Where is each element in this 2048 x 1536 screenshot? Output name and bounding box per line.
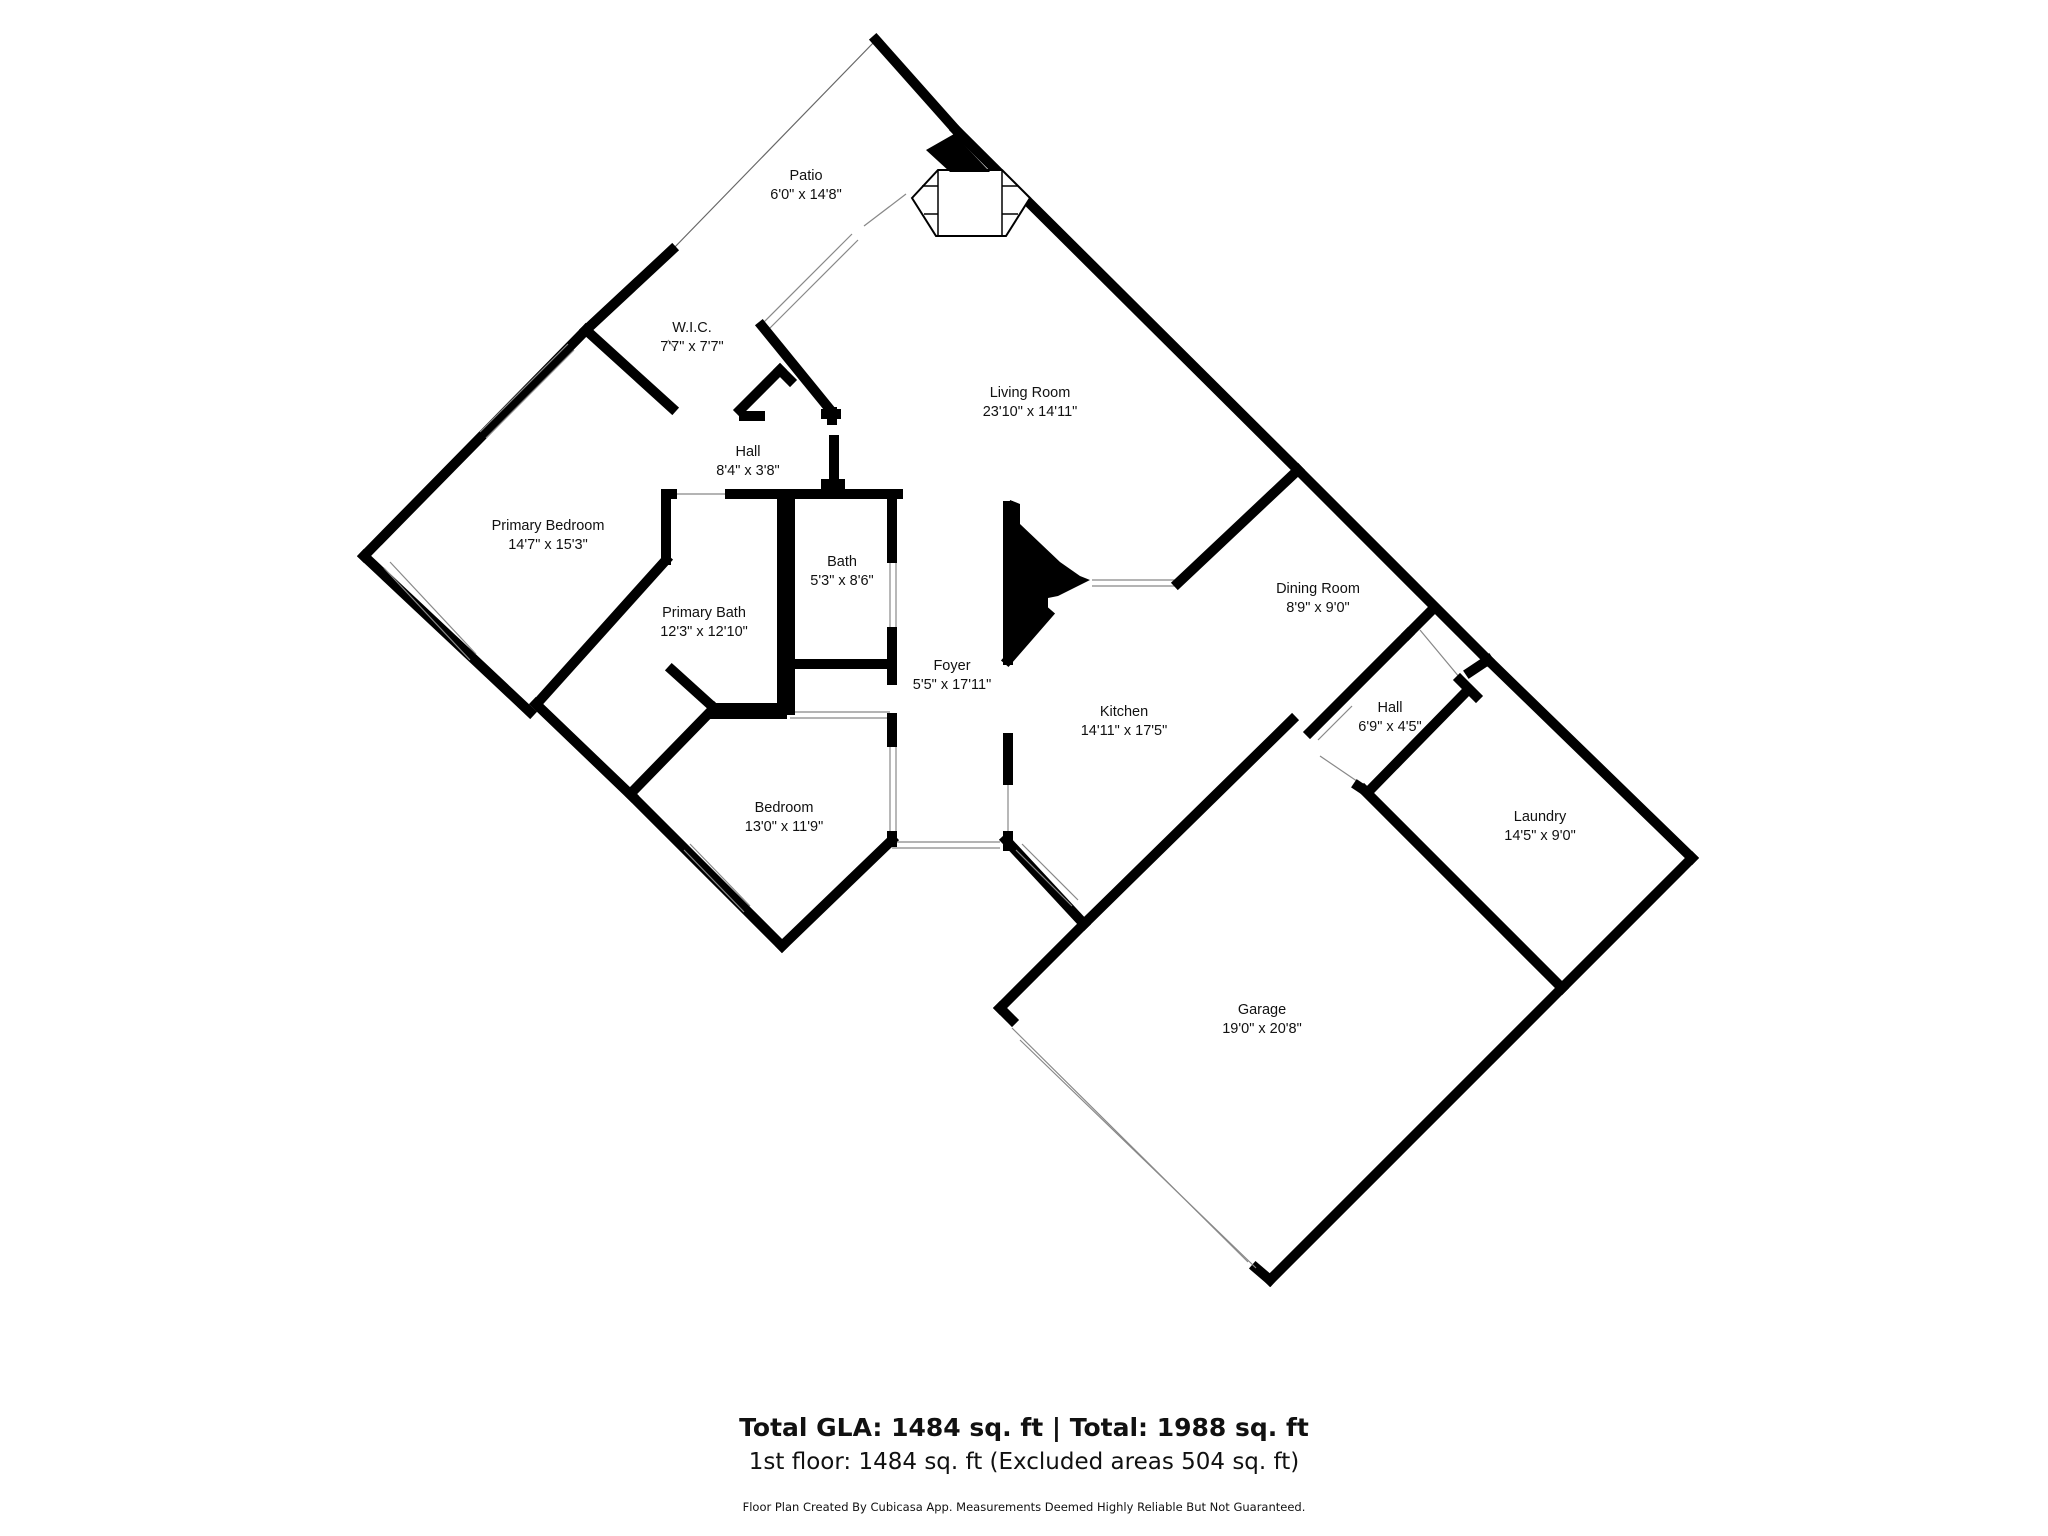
floor-area-breakdown: 1st floor: 1484 sq. ft (Excluded areas 5… [748,1449,1300,1475]
room-name-dining-room: Dining Room [1276,581,1360,597]
room-size-kitchen: 14'11" x 17'5" [1081,723,1168,739]
room-name-hall-1: Hall [736,444,761,460]
room-size-garage: 19'0" x 20'8" [1222,1021,1302,1037]
room-name-laundry: Laundry [1514,809,1567,825]
room-name-bedroom: Bedroom [755,800,814,816]
room-size-primary-bath: 12'3" x 12'10" [660,624,748,640]
room-labels: Patio 6'0" x 14'8" W.I.C. 7'7" x 7'7" Li… [492,168,1576,1037]
room-size-patio: 6'0" x 14'8" [770,187,841,203]
patio-area [671,32,964,251]
room-name-foyer: Foyer [933,658,970,674]
room-size-hall-1: 8'4" x 3'8" [716,463,779,479]
disclaimer-text: Floor Plan Created By Cubicasa App. Meas… [742,1500,1306,1514]
total-area-summary: Total GLA: 1484 sq. ft | Total: 1988 sq.… [739,1413,1309,1442]
room-name-garage: Garage [1238,1002,1286,1018]
room-size-bath: 5'3" x 8'6" [810,573,873,589]
room-size-bedroom: 13'0" x 11'9" [745,819,823,835]
room-name-kitchen: Kitchen [1100,704,1148,720]
room-name-primary-bedroom: Primary Bedroom [492,518,605,534]
room-size-wic: 7'7" x 7'7" [660,339,723,355]
room-size-primary-bedroom: 14'7" x 15'3" [508,537,588,553]
room-name-primary-bath: Primary Bath [662,605,746,621]
room-size-hall-2: 6'9" x 4'5" [1358,719,1421,735]
room-size-laundry: 14'5" x 9'0" [1504,828,1575,844]
room-name-hall-2: Hall [1378,700,1403,716]
room-name-patio: Patio [789,168,822,184]
room-size-foyer: 5'5" x 17'11" [913,677,991,693]
exterior-walls [356,122,1700,1288]
room-name-wic: W.I.C. [672,320,711,336]
room-size-living-room: 23'10" x 14'11" [983,404,1078,420]
openings [383,193,1461,1269]
fireplace [910,134,1032,237]
room-name-living-room: Living Room [990,385,1071,401]
room-size-dining-room: 8'9" x 9'0" [1286,600,1349,616]
room-name-bath: Bath [827,554,857,570]
interior-walls [534,318,1495,851]
